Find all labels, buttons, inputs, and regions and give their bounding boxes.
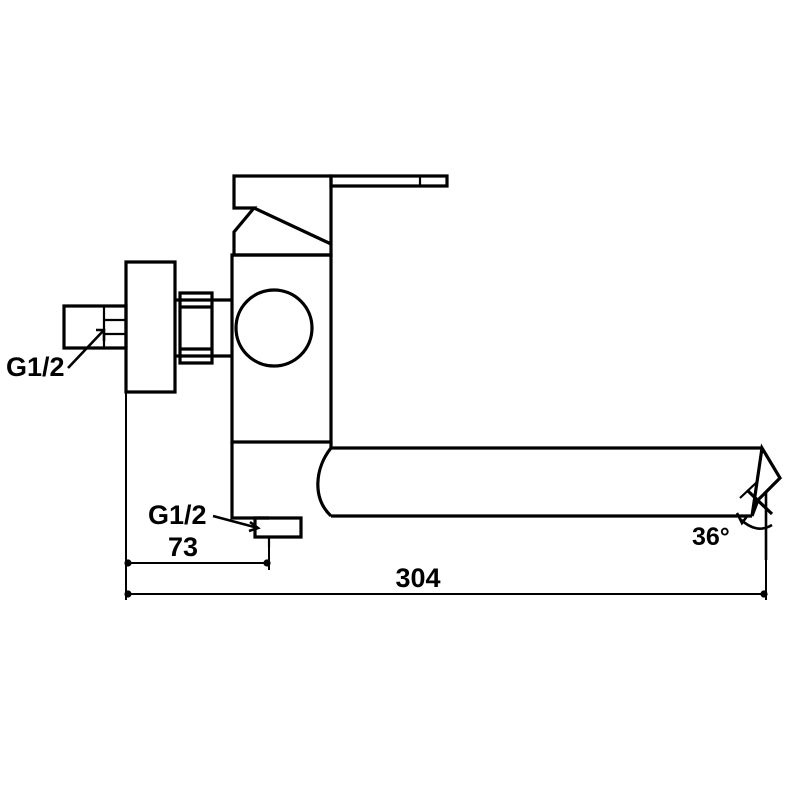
label-spout-angle: 36° [692, 523, 730, 551]
leader-inlet-thread [67, 328, 106, 369]
leader-outlet-thread [212, 514, 261, 533]
wall-flange [124, 260, 177, 394]
cartridge-head [232, 174, 333, 257]
aerator-tip [739, 443, 783, 517]
dimension-73-label: 73 [168, 532, 198, 562]
inlet-stem [175, 298, 232, 358]
spout-tube [316, 446, 762, 518]
diverter-knob [234, 288, 314, 368]
label-inlet-thread: G1/2 [6, 352, 65, 382]
bottom-outlet [253, 516, 303, 547]
main-body [230, 253, 333, 520]
dimension-73: 73 [124, 532, 271, 567]
hex-nut [178, 291, 214, 365]
inlet-nipple [62, 304, 128, 350]
lever-handle [329, 174, 449, 188]
extension-lines [125, 392, 767, 600]
dimension-304-label: 304 [395, 563, 440, 593]
dimension-304: 304 [124, 563, 768, 598]
label-outlet-thread: G1/2 [148, 500, 207, 530]
